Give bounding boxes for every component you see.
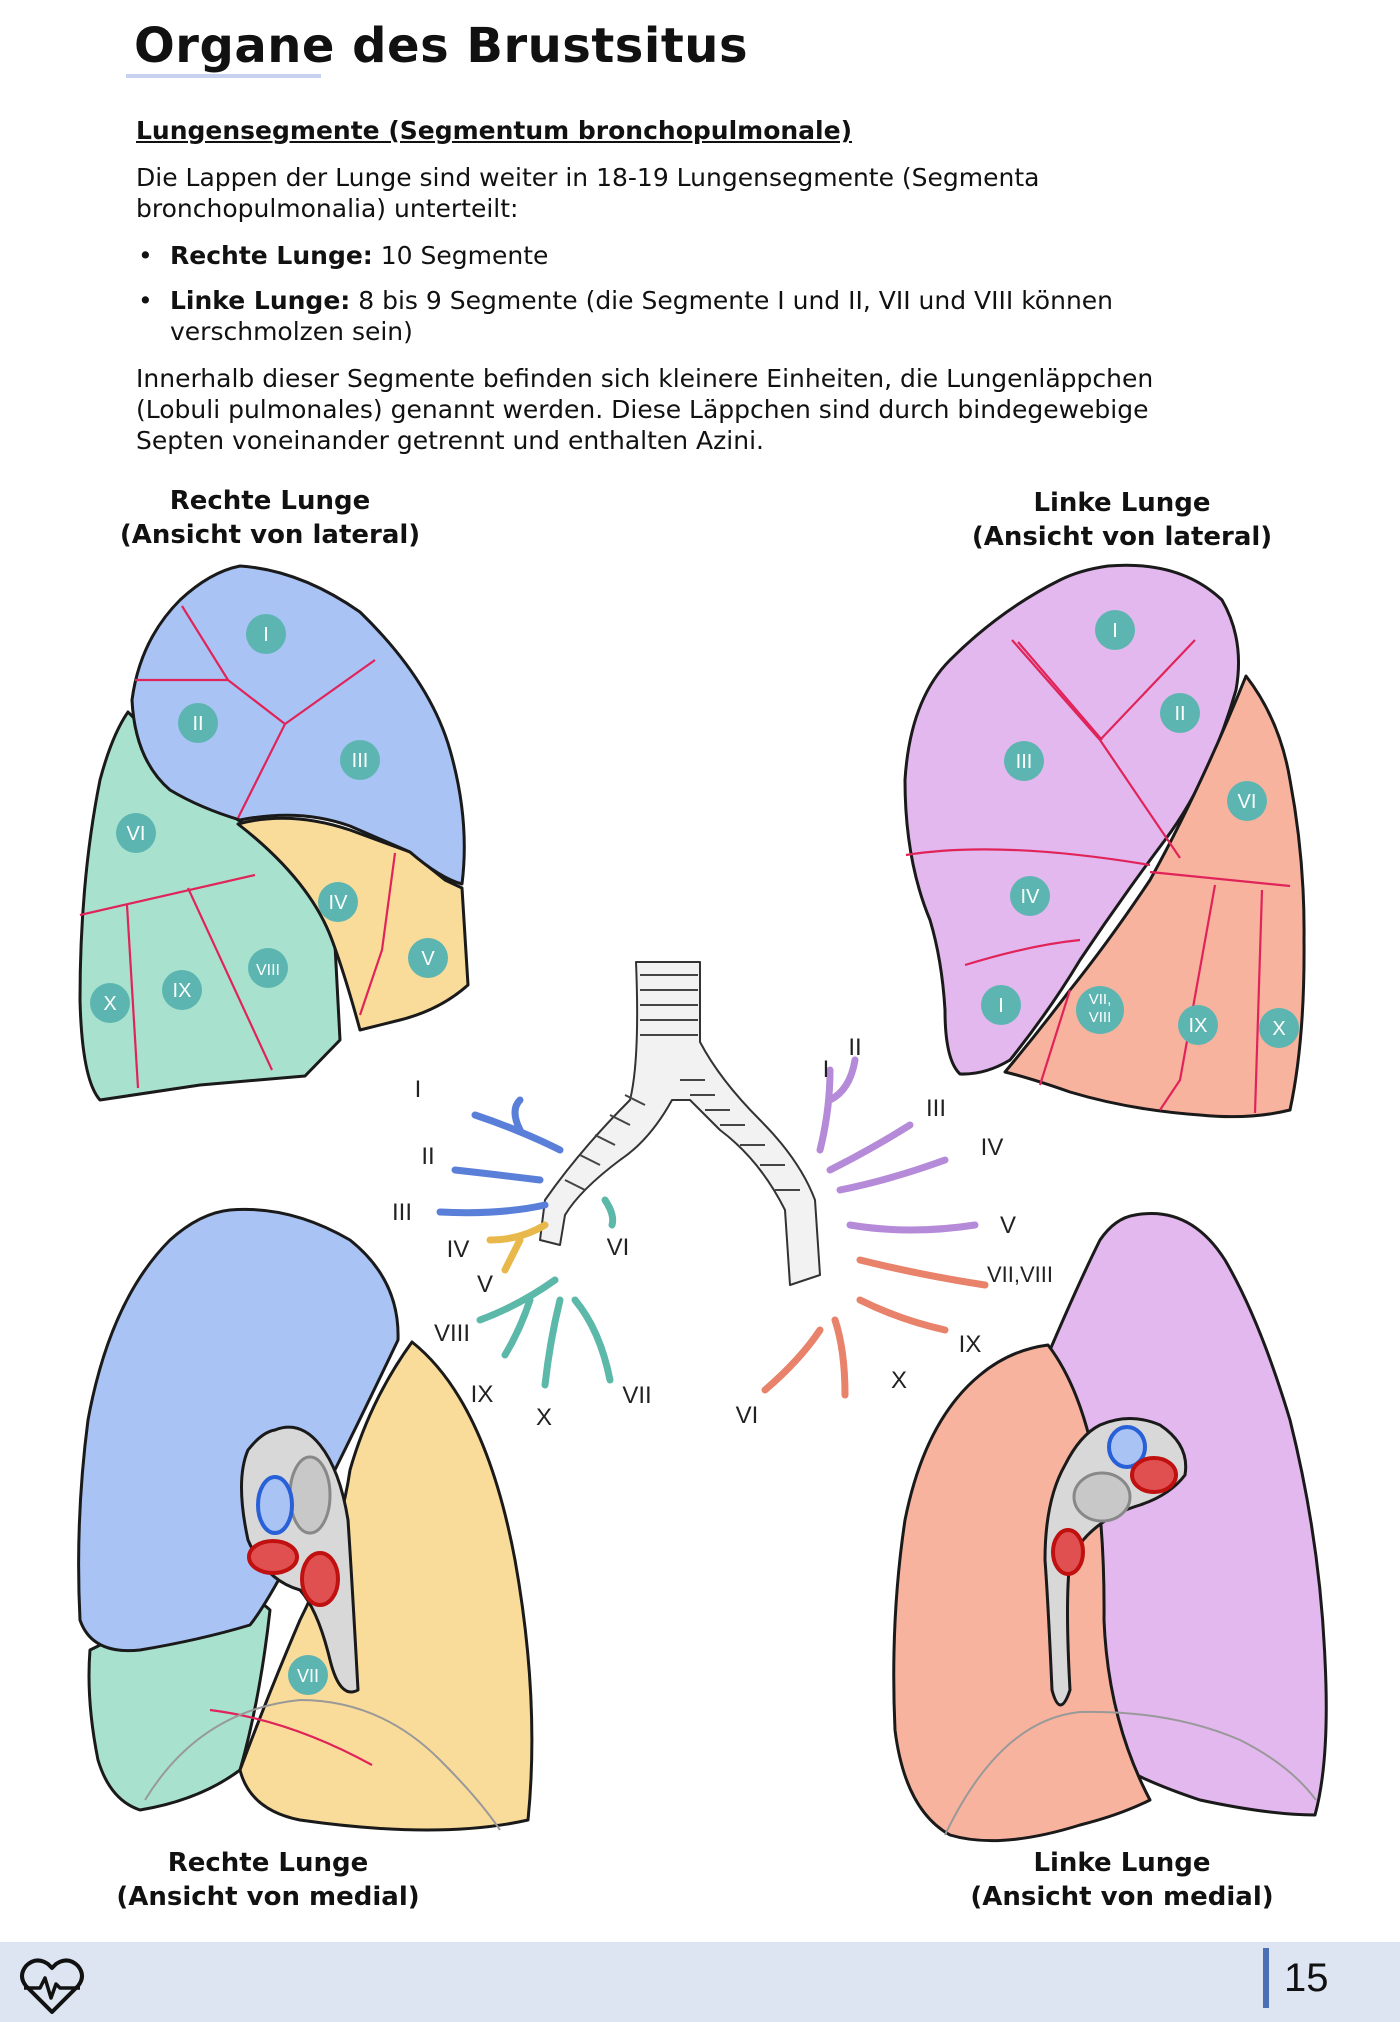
caption-right-medial: Rechte Lunge (Ansicht von medial): [98, 1846, 438, 1914]
bronchus-label: V: [1000, 1212, 1016, 1239]
segment-badge: IX: [1178, 1005, 1218, 1045]
segment-badge: III: [340, 740, 380, 780]
segment-badge: I: [246, 614, 286, 654]
title-underline: [126, 74, 321, 78]
svg-text:III: III: [1016, 751, 1033, 773]
left-lung-lateral: [903, 563, 1306, 1119]
bronchus-label: IV: [981, 1134, 1004, 1161]
bullet-label: Linke Lunge:: [170, 286, 351, 315]
footer-divider: [1263, 1948, 1269, 2008]
caption-line2: (Ansicht von medial): [116, 1882, 420, 1912]
left-lung-medial: [892, 1212, 1328, 1843]
bronchus-label: III: [926, 1095, 946, 1122]
bronchus-label: VIII: [434, 1320, 470, 1347]
segment-badge: I: [981, 985, 1021, 1025]
bronchus-label: IV: [447, 1236, 470, 1263]
bronchus-label: II: [848, 1034, 861, 1061]
bullet-right-lung: Rechte Lunge: 10 Segmente: [136, 240, 1200, 271]
segment-badge: IV: [318, 882, 358, 922]
svg-text:X: X: [103, 993, 116, 1015]
bronchus-label: VI: [607, 1234, 630, 1261]
svg-text:IV: IV: [1021, 886, 1041, 908]
right-medial-upper: [77, 1207, 400, 1653]
bronchus-label: I: [415, 1076, 422, 1103]
bullet-label: Rechte Lunge:: [170, 241, 373, 270]
bronchus-label: III: [392, 1199, 412, 1226]
caption-line1: Linke Lunge: [1033, 1848, 1211, 1878]
segment-badge: VI: [116, 813, 156, 853]
segment-badge: II: [1160, 693, 1200, 733]
caption-right-lateral: Rechte Lunge (Ansicht von lateral): [100, 484, 440, 552]
svg-text:VIII: VIII: [1089, 1009, 1112, 1026]
caption-line1: Rechte Lunge: [167, 1848, 369, 1878]
svg-text:IX: IX: [173, 980, 192, 1002]
right-middle-lobe: [236, 816, 470, 1032]
right-lung-lateral: [78, 564, 470, 1102]
bronchus-label: X: [891, 1367, 907, 1394]
svg-text:VI: VI: [127, 823, 146, 845]
segment-badge: VII,VIII: [1076, 986, 1124, 1034]
section-heading: Lungensegmente (Segmentum bronchopulmona…: [136, 116, 853, 145]
page-number: 15: [1284, 1956, 1329, 2000]
svg-text:X: X: [1272, 1018, 1285, 1040]
bronchus-label: IX: [471, 1381, 494, 1408]
caption-line2: (Ansicht von lateral): [971, 522, 1273, 552]
svg-text:IX: IX: [1189, 1015, 1208, 1037]
intro-paragraph: Die Lappen der Lunge sind weiter in 18-1…: [136, 163, 1040, 223]
segment-badge: IV: [1010, 876, 1050, 916]
caption-left-medial: Linke Lunge (Ansicht von medial): [952, 1846, 1292, 1914]
segment-badge: III: [1004, 741, 1044, 781]
svg-text:I: I: [263, 624, 269, 646]
bullet-text: 8 bis 9 Segmente (die Segmente I und II,…: [170, 286, 1114, 346]
outro-paragraph: Innerhalb dieser Segmente befinden sich …: [136, 364, 1154, 455]
bronchial-tree: [436, 961, 989, 1399]
bronchus-label: V: [477, 1271, 493, 1298]
bronchus-label: VI: [736, 1402, 759, 1429]
heartbeat-icon: [18, 1954, 86, 2022]
right-lung-medial: [77, 1207, 534, 1832]
segment-badge: V: [408, 938, 448, 978]
left-upper-lobe: [903, 563, 1241, 1076]
svg-text:V: V: [421, 948, 435, 970]
segment-badge: VI: [1227, 781, 1267, 821]
segment-badge: II: [178, 703, 218, 743]
segment-badge: I: [1095, 610, 1135, 650]
caption-line2: (Ansicht von medial): [970, 1882, 1274, 1912]
segment-badge: VII: [288, 1655, 328, 1695]
svg-text:IV: IV: [329, 892, 349, 914]
lung-segments-illustration: I II III IV V VI VIII IX X I II III IV V…: [77, 563, 1328, 1843]
svg-text:II: II: [1174, 703, 1185, 725]
caption-left-lateral: Linke Lunge (Ansicht von lateral): [952, 486, 1292, 554]
caption-line1: Rechte Lunge: [169, 486, 371, 516]
svg-text:VI: VI: [1238, 791, 1257, 813]
segment-badge: VIII: [248, 948, 288, 988]
page-footer: 15: [0, 1942, 1400, 2022]
bronchus-label: VII: [622, 1382, 651, 1409]
bullet-left-lung: Linke Lunge: 8 bis 9 Segmente (die Segme…: [136, 285, 1200, 347]
svg-text:VII,: VII,: [1089, 991, 1112, 1008]
svg-text:II: II: [192, 713, 203, 735]
caption-line1: Linke Lunge: [1033, 488, 1211, 518]
bronchus-label: X: [536, 1404, 552, 1431]
bullet-text: 10 Segmente: [372, 241, 549, 270]
svg-text:VIII: VIII: [256, 962, 280, 979]
right-upper-lobe: [130, 564, 466, 886]
bronchi-labels: I II III IV V VI VIII IX X VII I II III …: [392, 1034, 1053, 1431]
caption-line2: (Ansicht von lateral): [119, 520, 421, 550]
segment-badge: IX: [162, 970, 202, 1010]
segment-badge: X: [1259, 1008, 1299, 1048]
bronchus-label: IX: [959, 1331, 982, 1358]
bronchus-label: I: [823, 1056, 830, 1083]
svg-text:I: I: [998, 995, 1004, 1017]
svg-text:III: III: [352, 750, 369, 772]
bronchus-label: VII,VIII: [987, 1262, 1053, 1287]
page-title: Organe des Brustsitus: [134, 18, 749, 74]
bronchus-label: II: [421, 1143, 434, 1170]
right-lower-lobe: [78, 710, 342, 1102]
svg-text:I: I: [1112, 620, 1118, 642]
segment-badges: I II III IV V VI VIII IX X I II III IV V…: [90, 610, 1299, 1695]
segment-badge: X: [90, 983, 130, 1023]
svg-text:VII: VII: [297, 1666, 319, 1686]
